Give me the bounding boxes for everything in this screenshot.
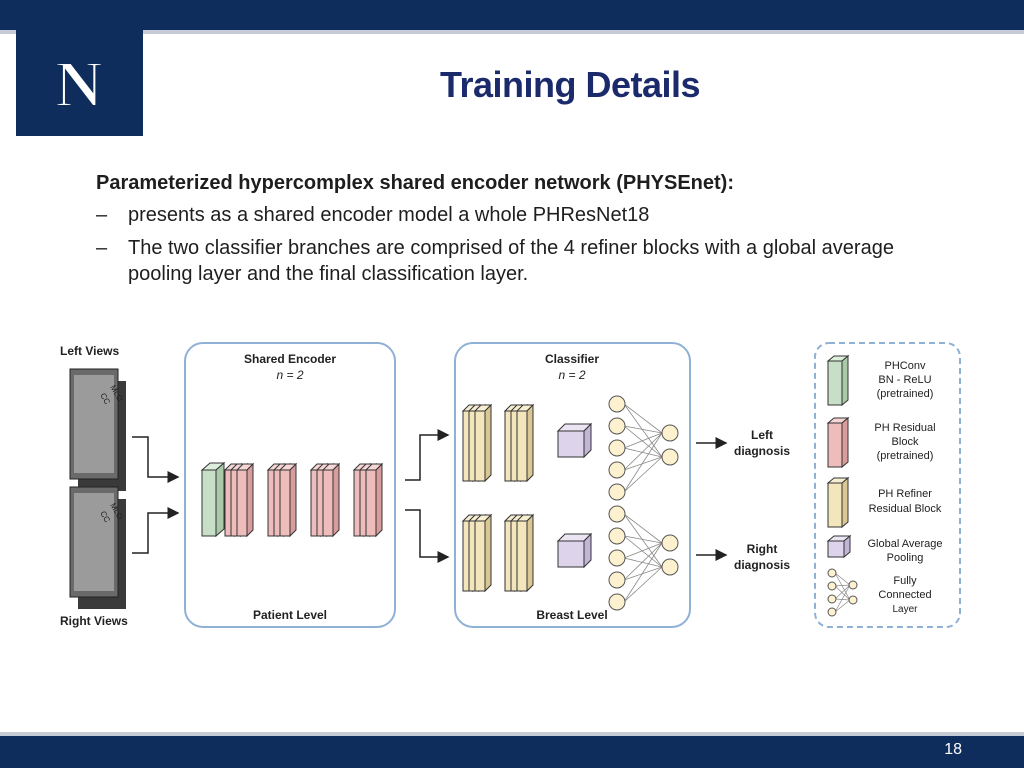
right-input-arrow — [132, 507, 180, 554]
right-classifier-branch — [461, 505, 679, 611]
bullet-marker: – — [96, 204, 108, 226]
fully-connected-layer — [608, 505, 679, 611]
legend-text: Global Average — [867, 538, 942, 550]
legend-text: PH Refiner — [878, 488, 932, 500]
legend-text: Layer — [892, 604, 918, 615]
fully-connected-layer — [608, 395, 679, 501]
ph-refiner-block — [473, 513, 493, 593]
legend-ph-refiner-block: PH Refiner Residual Block — [826, 476, 942, 529]
physenet-architecture-diagram: Left Views MLO CC MLO CC Right Views Sha… — [60, 342, 961, 628]
encoder-title: Shared Encoder — [244, 352, 336, 366]
legend-fully-connected: Fully Connected Layer — [827, 568, 932, 617]
right-mammogram-stack: MLO CC — [69, 486, 126, 609]
legend-text: Connected — [878, 589, 931, 601]
ph-refiner-block — [515, 513, 535, 593]
left-classifier-branch — [461, 395, 679, 501]
left-views-label: Left Views — [60, 344, 119, 358]
encoder-to-left-branch-arrow — [405, 429, 450, 481]
legend-ph-residual-block: PH Residual Block (pretrained) — [826, 416, 936, 469]
right-diagnosis-label: diagnosis — [734, 558, 790, 572]
classifier-n: n = 2 — [558, 368, 585, 382]
section-heading: Parameterized hypercomplex shared encode… — [96, 172, 734, 194]
right-views-label: Right Views — [60, 614, 128, 628]
left-mammogram-stack: MLO CC — [69, 368, 126, 491]
encoder-to-right-branch-arrow — [405, 509, 450, 563]
ph-residual-block — [278, 462, 298, 538]
ph-residual-block — [364, 462, 384, 538]
footer-bar — [0, 736, 1024, 768]
bullet-text: The two classifier branches are comprise… — [128, 237, 894, 285]
legend-phconv: PHConv BN - ReLU (pretrained) — [826, 354, 934, 407]
classifier-title: Classifier — [545, 352, 599, 366]
ph-residual-block — [235, 462, 255, 538]
encoder-n: n = 2 — [276, 368, 303, 382]
left-diagnosis-label: Left — [751, 428, 773, 442]
legend-text: BN - ReLU — [878, 374, 931, 386]
encoder-phconv-layer — [200, 461, 226, 538]
encoder-footer: Patient Level — [253, 608, 327, 622]
page-number: 18 — [944, 741, 962, 758]
legend-text: (pretrained) — [877, 450, 934, 462]
legend-text: PH Residual — [874, 422, 935, 434]
ph-residual-block — [321, 462, 341, 538]
classifier-footer: Breast Level — [536, 608, 607, 622]
logo-letter: N — [55, 48, 103, 121]
legend-text: Pooling — [887, 552, 924, 564]
legend-text: (pretrained) — [877, 388, 934, 400]
header-divider — [0, 30, 1024, 34]
left-diagnosis-label: diagnosis — [734, 444, 790, 458]
left-input-arrow — [132, 436, 180, 483]
global-average-pooling-cube — [556, 532, 593, 569]
legend-text: Residual Block — [869, 503, 942, 515]
ph-refiner-block — [473, 403, 493, 483]
footer-divider — [0, 732, 1024, 736]
slide-title: Training Details — [439, 64, 701, 105]
legend-text: Block — [892, 436, 919, 448]
bullet-text: presents as a shared encoder model a who… — [128, 204, 650, 226]
right-diagnosis-label: Right — [747, 542, 778, 556]
bullet-marker: – — [96, 237, 108, 259]
legend-text: Fully — [893, 575, 917, 587]
logo-n-icon: N — [54, 47, 104, 122]
header-bar — [0, 0, 1024, 30]
university-logo: N — [16, 30, 143, 136]
legend-text: PHConv — [885, 360, 926, 372]
global-average-pooling-cube — [556, 422, 593, 459]
ph-refiner-block — [515, 403, 535, 483]
encoder-residual-blocks — [223, 462, 384, 538]
legend-panel — [814, 342, 961, 628]
legend-global-average-pooling: Global Average Pooling — [826, 534, 943, 564]
